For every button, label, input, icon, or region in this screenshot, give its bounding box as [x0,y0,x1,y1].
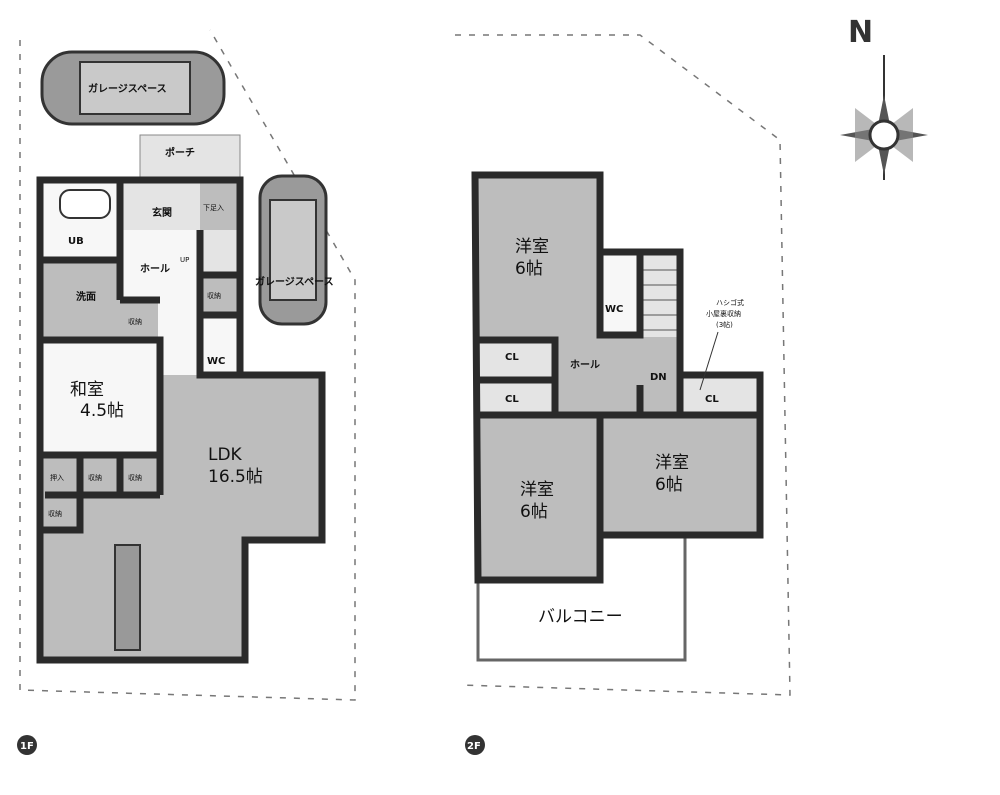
floor-badge-1f-label: 1F [20,741,34,752]
wc-1f [200,315,238,375]
bathtub-icon [59,189,111,219]
garage-right-label: ガレージスペース [255,275,334,288]
north-label: N [848,15,873,50]
balcony-label: バルコニー [538,607,623,627]
room-left-label: 洋室 [520,480,554,500]
cl-2-label: CL [505,394,519,405]
entrance-label: 玄関 [152,206,172,219]
porch-label: ポーチ [165,146,195,159]
room-top-2f [475,175,600,340]
ldk-label: LDK [208,445,243,465]
oshiire-label: 押入 [50,473,64,482]
room-right-2f [600,415,760,535]
storage-a-label: 収納 [88,473,102,482]
storage-b-label: 収納 [128,473,142,482]
washroom [40,262,120,340]
ldk [40,375,322,660]
up-label: UP [180,256,189,264]
hall-1f-label: ホール [140,263,170,275]
cl-3-label: CL [705,394,719,405]
japanese-room [40,342,160,455]
attic-note-1: ハシゴ式 [716,298,744,307]
wc-2f-label: WC [605,304,623,315]
storage-c-label: 収納 [48,509,62,518]
bath-label: UB [68,236,84,247]
storage-hall-label: 収納 [207,291,221,300]
floor-2f: 洋室 6帖 WC CL CL CL ホール DN ハシゴ式 小屋裏収納 (3帖)… [465,171,764,755]
cl-1-label: CL [505,352,519,363]
room-right-size: 6帖 [655,475,683,495]
floor-badge-1f [17,735,37,755]
floor-1f: ガレージスペース ポーチ UB 玄関 下足入 ホール UP 洗面 収納 収納 W… [17,50,334,755]
wc-2f [600,252,640,337]
ldk-size: 16.5帖 [208,467,263,487]
car-top-icon [40,50,226,126]
washroom-label: 洗面 [76,290,96,303]
japanese-room-label: 和室 [70,380,104,400]
room-left-size: 6帖 [520,502,548,522]
attic-note-3: (3帖) [716,320,733,329]
wc-1f-label: WC [207,356,225,367]
down-label: DN [650,372,667,383]
compass-rose-icon: N [840,15,928,180]
attic-leader-line [699,331,719,391]
shoe-storage-label: 下足入 [203,204,224,212]
storage-wash-label: 収納 [128,317,142,326]
room-left-2f [478,415,600,580]
attic-note-2: 小屋裏収納 [706,309,741,318]
room-top-size: 6帖 [515,259,543,279]
floor-badge-2f-label: 2F [467,741,481,752]
garage-top-label: ガレージスペース [88,82,167,95]
room-top-label: 洋室 [515,237,549,257]
room-right-label: 洋室 [655,453,689,473]
hall-2f [555,337,680,415]
hall-2f-label: ホール [570,359,600,371]
exterior-wall-1f [36,176,326,664]
kitchen-counter [114,544,141,651]
car-right-icon [258,174,328,326]
japanese-room-size: 4.5帖 [80,401,124,421]
exterior-wall-2f [471,171,764,584]
floor-badge-2f [465,735,485,755]
site-boundary-2f [455,34,791,696]
